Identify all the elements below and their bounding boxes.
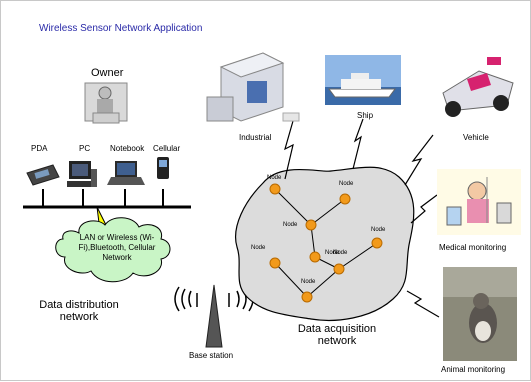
- sensor-node: [301, 291, 313, 303]
- cellular-icon: [157, 157, 169, 179]
- sensor-node: [269, 183, 281, 195]
- pc-label: PC: [79, 144, 91, 153]
- wireless-links: [284, 118, 440, 318]
- ship-label: Ship: [357, 111, 374, 120]
- pc-icon: [67, 161, 97, 187]
- sensor-node-label: Node: [325, 250, 340, 256]
- notebook-label: Notebook: [110, 144, 145, 153]
- cellular-label: Cellular: [153, 144, 181, 153]
- sensor-node: [305, 219, 317, 231]
- sensor-node-label: Node: [251, 245, 266, 251]
- vehicle-label: Vehicle: [463, 133, 489, 142]
- medical-label: Medical monitoring: [439, 243, 507, 252]
- vehicle-photo-icon: [437, 53, 521, 125]
- acquisition-network-blob: [235, 166, 415, 321]
- node-link: [338, 242, 378, 270]
- node-link: [310, 198, 346, 226]
- owner-figure: [84, 82, 128, 124]
- industrial-label: Industrial: [239, 133, 272, 142]
- sensor-node-label: Node: [283, 222, 298, 228]
- medical-photo-icon: [437, 169, 521, 235]
- data-distribution-label: Data distribution network: [39, 299, 119, 323]
- base-station-label: Base station: [189, 351, 234, 360]
- node-link: [274, 262, 308, 298]
- ship-photo-icon: [325, 55, 401, 105]
- cloud-text: LAN or Wireless (Wi-Fi),Bluetooth, Cellu…: [78, 233, 156, 262]
- sensor-node: [371, 237, 383, 249]
- network-cloud: [55, 217, 171, 283]
- sensor-node: [269, 257, 281, 269]
- sensor-node: [339, 193, 351, 205]
- data-acquisition-label: Data acquisition network: [297, 323, 377, 347]
- node-link: [306, 268, 340, 298]
- sensor-node: [333, 263, 345, 275]
- animal-photo-icon: [443, 267, 517, 361]
- animal-label: Animal monitoring: [441, 365, 506, 374]
- pda-label: PDA: [31, 144, 48, 153]
- sensor-node: [309, 251, 321, 263]
- sensor-node-label: Node: [267, 175, 282, 181]
- notebook-icon: [107, 161, 145, 185]
- pda-icon: [26, 164, 60, 186]
- sensor-node-label: Node: [301, 279, 316, 285]
- diagram-title: Wireless Sensor Network Application: [39, 23, 203, 34]
- industrial-machine-icon: [206, 52, 300, 122]
- base-station-tower-icon: [205, 284, 223, 348]
- node-link: [274, 188, 312, 226]
- sensor-node-label: Node: [333, 250, 348, 256]
- sensor-node-label: Node: [339, 181, 354, 187]
- owner-label: Owner: [91, 67, 124, 79]
- sensor-node-label: Node: [371, 227, 386, 233]
